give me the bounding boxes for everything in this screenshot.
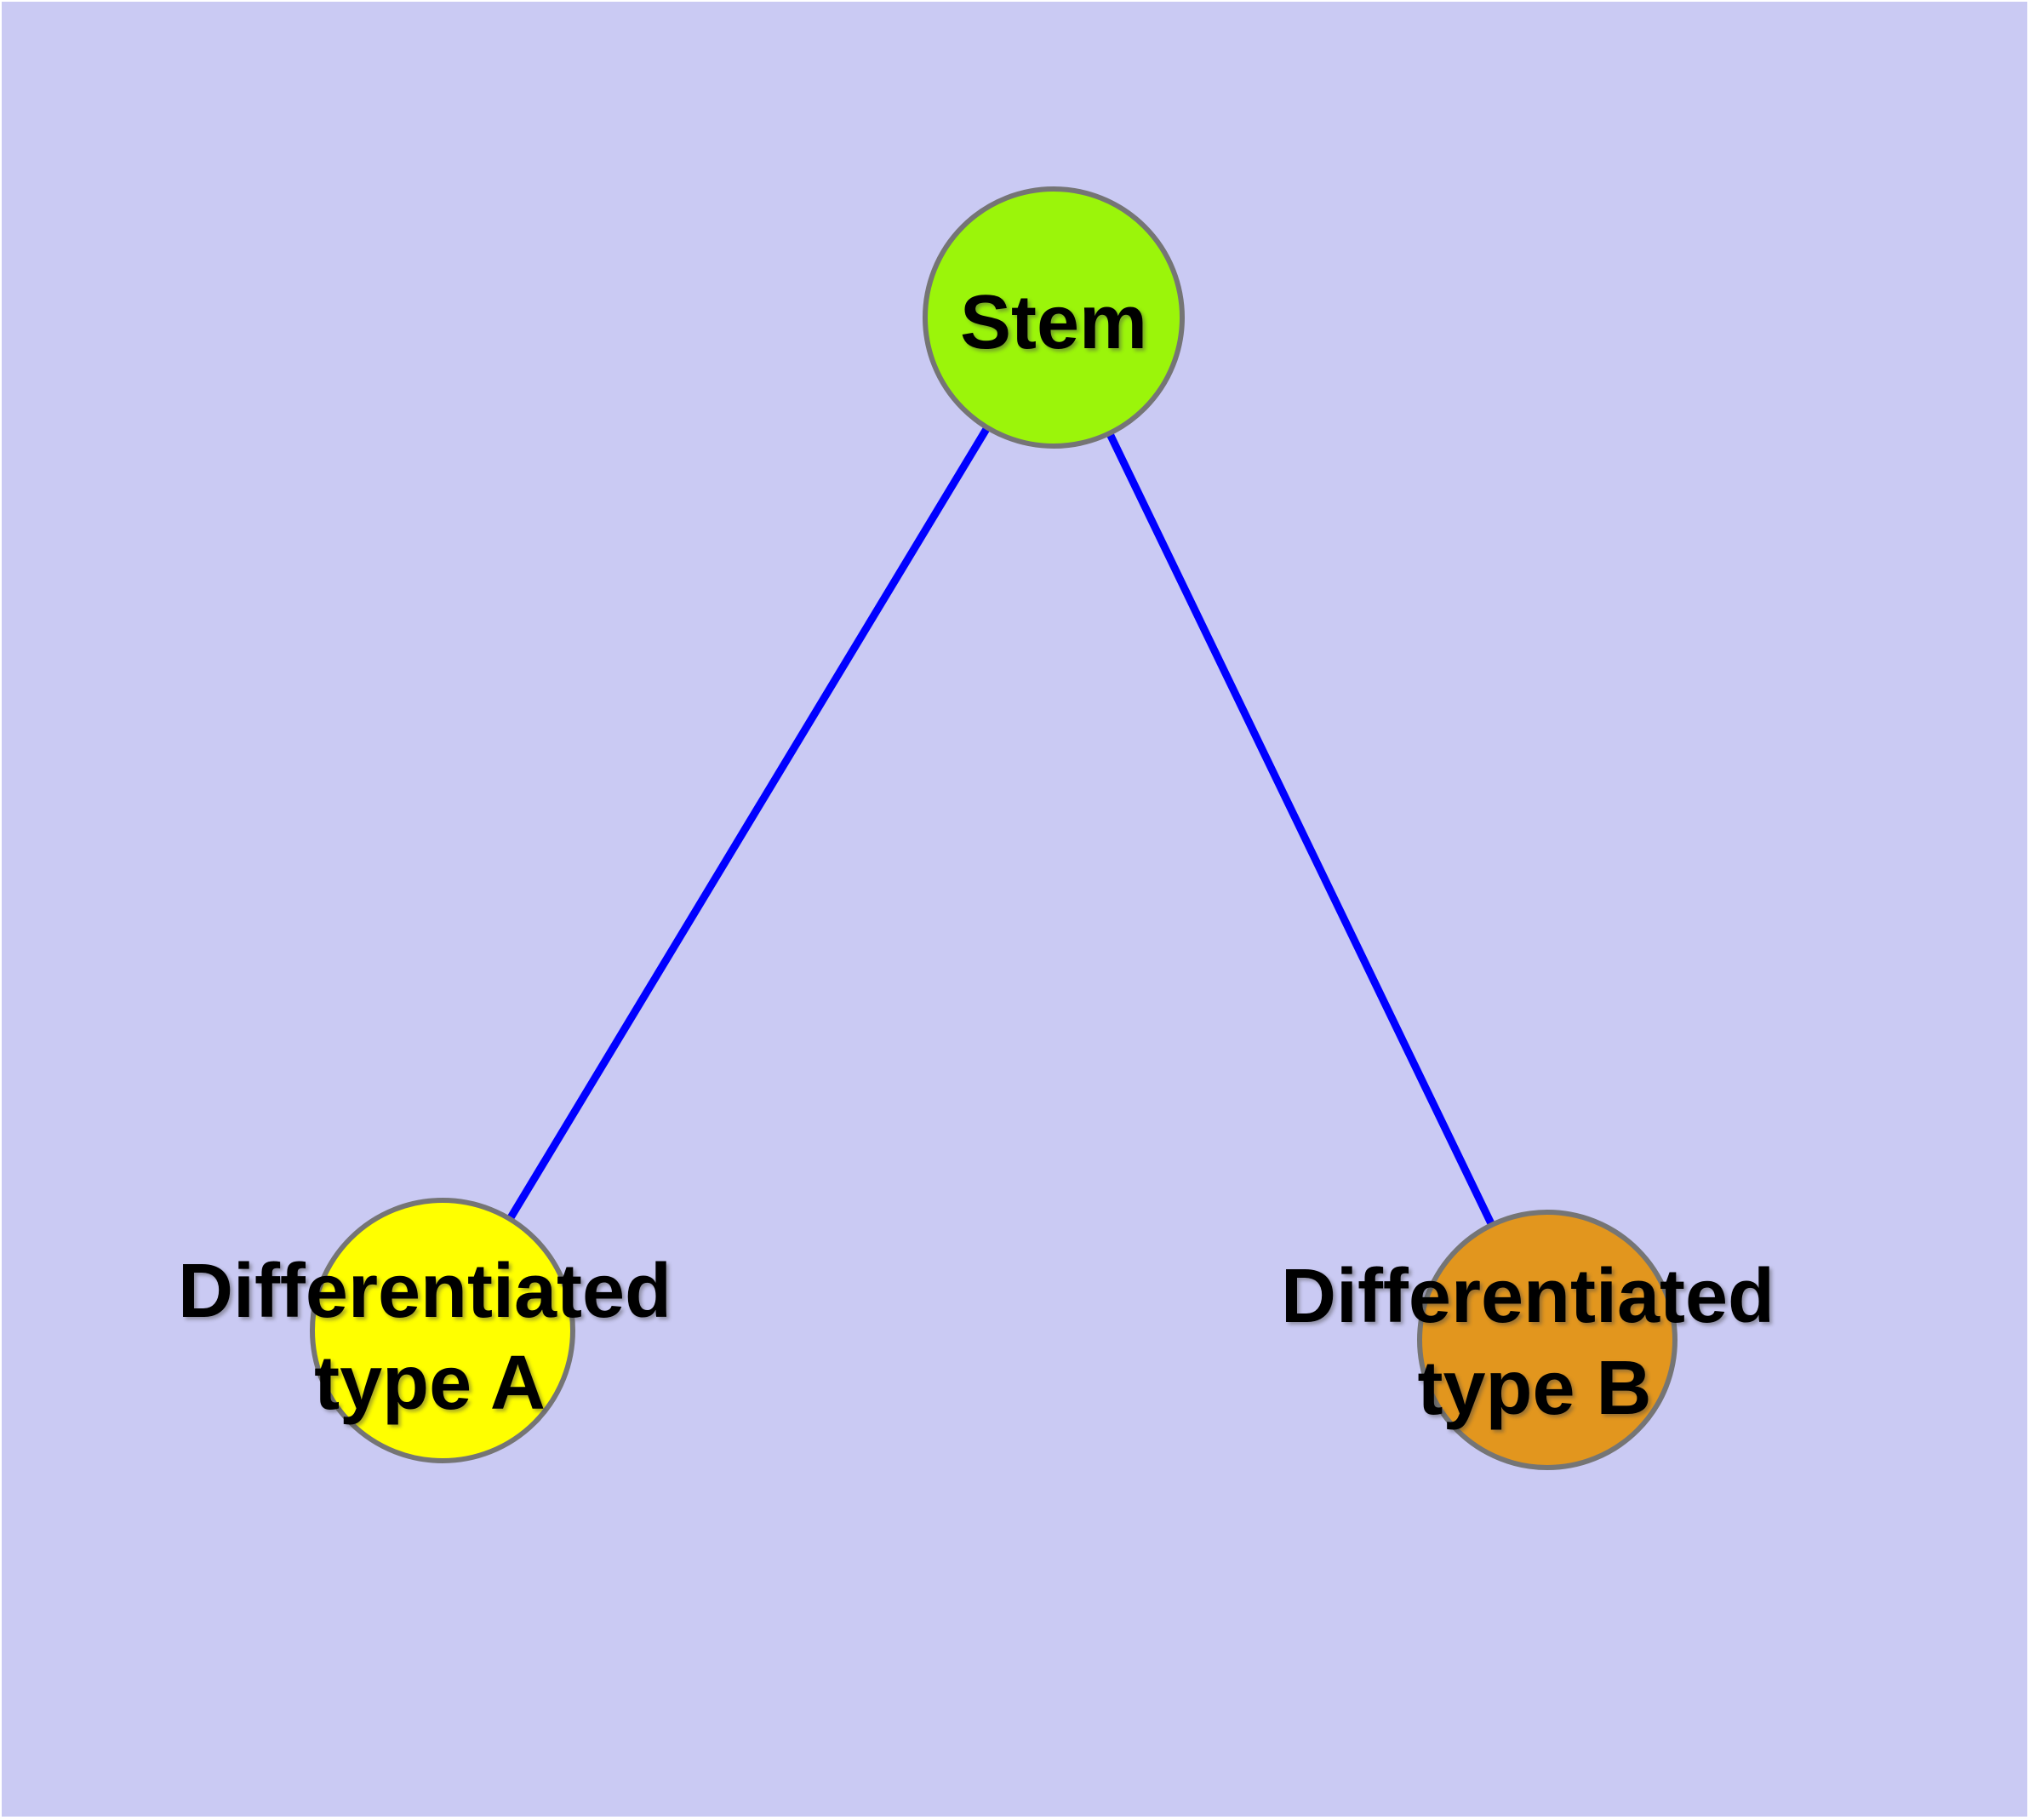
edge-stem-to-type-a xyxy=(439,315,1057,1333)
node-type-b-label-line2: type B xyxy=(1417,1346,1651,1431)
edge-stem-to-type-b xyxy=(1049,316,1552,1342)
node-type-a-label-line1: Differentiated xyxy=(178,1249,672,1334)
node-type-b-circle xyxy=(1417,1210,1677,1470)
node-stem-label: Stem xyxy=(960,280,1147,365)
node-type-b-label-line1: Differentiated xyxy=(1281,1254,1775,1339)
node-type-a-label-line2: type A xyxy=(314,1341,546,1426)
node-stem-circle xyxy=(923,186,1185,449)
node-type-a-circle xyxy=(310,1198,575,1463)
